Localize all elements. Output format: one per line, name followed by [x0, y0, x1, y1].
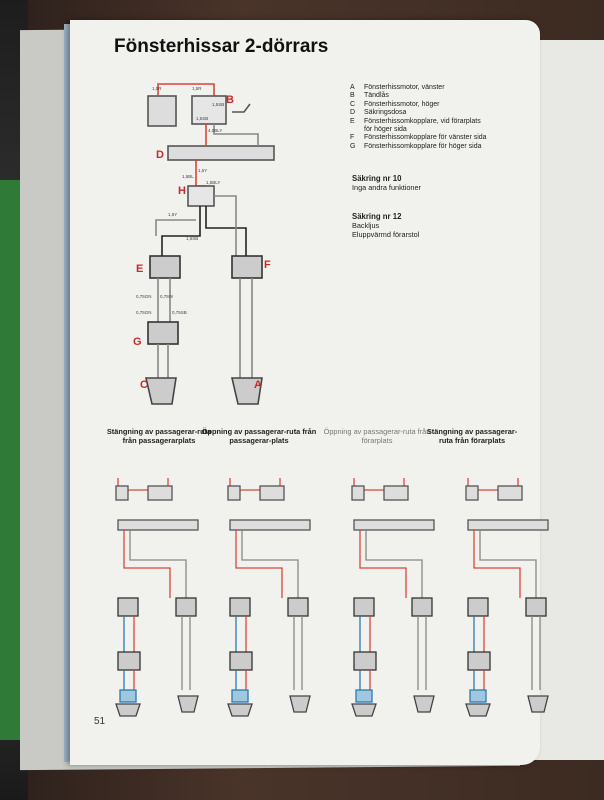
main-wiring-diagram	[144, 83, 275, 405]
label-a: A	[254, 379, 262, 391]
legend-key: D	[350, 109, 356, 117]
wire-red	[195, 160, 206, 187]
wire-label: 1,5BL	[182, 174, 194, 179]
legend-text: Fönsterhissomkopplare för höger sida	[364, 142, 482, 150]
fuse-12-line: Eluppvärmd förarstol	[352, 230, 420, 239]
legend-row: A Fönsterhissmotor, vänster	[350, 84, 520, 92]
wire-label: 0,75SB	[172, 310, 187, 315]
label-g: G	[133, 336, 142, 348]
label-c: C	[140, 379, 148, 391]
legend-text: för höger sida	[364, 126, 407, 134]
legend-text: Fönsterhissmotor, höger	[364, 100, 440, 108]
component-legend: A Fönsterhissmotor, vänster B Tändlås C Fön…	[350, 84, 520, 151]
legend-row: D Säkringsdosa	[350, 109, 520, 117]
mini-diagram	[115, 478, 199, 717]
caption-1: Stängning av passagerar-ruta från passag…	[106, 427, 212, 445]
legend-row: C Fönsterhissmotor, höger	[350, 101, 520, 109]
switch-e	[149, 255, 181, 279]
wire-label: 0,75W	[160, 294, 174, 299]
legend-text: Tändlås	[364, 92, 389, 100]
wire-label: 1,5SB	[196, 116, 208, 121]
wire-label: 1,5SB	[212, 102, 224, 107]
legend-key: C	[350, 100, 356, 108]
wire-label: 0,75GN	[136, 294, 152, 299]
legend-key: F	[350, 134, 355, 142]
page-title: Fönsterhissar 2-dörrars	[114, 36, 329, 57]
wire-label: 1,5SB	[186, 236, 198, 241]
wire-black	[161, 206, 201, 256]
legend-row: G Fönsterhissomkopplare för höger sida	[350, 143, 520, 151]
legend-text: Fönsterhissomkopplare, vid förarplats	[364, 117, 481, 125]
page-number: 51	[94, 716, 106, 727]
fuse-12-heading: Säkring nr 12	[352, 212, 402, 221]
legend-key: B	[350, 92, 355, 100]
legend-row: för höger sida	[350, 126, 520, 134]
wire-label: 1,5BLY	[206, 180, 220, 185]
wire-black	[205, 206, 247, 256]
legend-row: B Tändlås	[350, 92, 520, 100]
label-b: B	[226, 94, 234, 106]
wire-label: 1,5Y	[168, 212, 177, 217]
ignition-switch	[191, 95, 227, 125]
fuse-10-text: Inga andra funktioner	[352, 183, 421, 192]
legend-key: E	[350, 117, 355, 125]
page-edge-strip	[64, 24, 72, 762]
wire-label: 0,75GN	[136, 310, 152, 315]
relay-h	[187, 185, 215, 207]
legend-text: Fönsterhissomkopplare för vänster sida	[364, 134, 487, 142]
caption-4: Stängning av passagerar-ruta från förarp…	[426, 427, 518, 445]
mini-diagram	[465, 477, 549, 717]
wire-label: 1,5R	[152, 86, 162, 91]
switch-f	[231, 255, 263, 279]
caption-2: Öppning av passagerar-ruta från passager…	[201, 427, 317, 445]
label-d: D	[156, 149, 164, 161]
motor-a	[230, 377, 263, 405]
wire-grey	[214, 195, 237, 256]
fuse-12-block: Säkring nr 12 Backljus Eluppvärmd förars…	[352, 212, 419, 239]
caption-3: Öppning av passagerar-ruta från förarpla…	[323, 427, 431, 445]
fuse-10-heading: Säkring nr 10	[352, 174, 402, 183]
label-e: E	[136, 263, 143, 275]
mini-diagram	[227, 477, 311, 717]
wire-red	[157, 83, 215, 96]
manual-page	[70, 20, 540, 765]
wire-grey	[213, 124, 259, 146]
wire-label: 4,0BLY	[208, 128, 222, 133]
fuse-10-block: Säkring nr 10 Inga andra funktioner	[352, 174, 421, 192]
fuse-12-line: Backljus	[352, 221, 380, 230]
ignition-key-icon	[232, 103, 251, 113]
label-f: F	[264, 259, 271, 271]
motor-c	[144, 377, 177, 405]
legend-row: E Fönsterhissomkopplare, vid förarplats	[350, 118, 520, 126]
fuse-box	[167, 145, 275, 161]
wire-label: 1,5R	[192, 86, 202, 91]
label-h: H	[178, 185, 186, 197]
wire-grey	[155, 219, 196, 236]
legend-key: A	[350, 84, 355, 91]
legend-key: G	[350, 142, 356, 150]
wire-label: 1,5Y	[198, 168, 207, 173]
switch-g	[147, 321, 179, 345]
legend-text: Fönsterhissmotor, vänster	[364, 84, 445, 91]
legend-row: F Fönsterhissomkopplare för vänster sida	[350, 134, 520, 142]
legend-text: Säkringsdosa	[364, 109, 407, 117]
mini-diagram	[351, 477, 435, 717]
relay-box	[147, 95, 177, 127]
